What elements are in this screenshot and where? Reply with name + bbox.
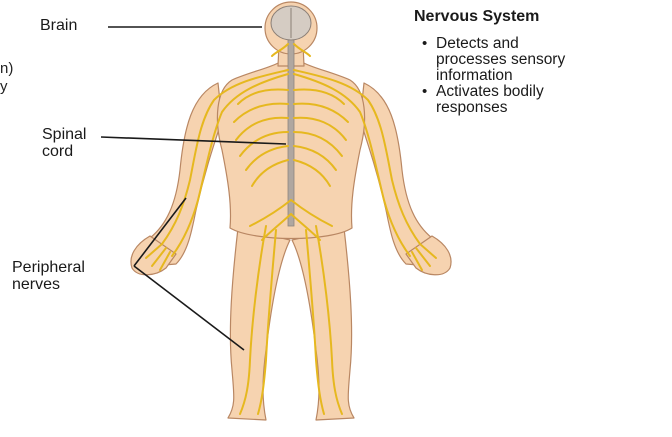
- bullet-detects-line1: Detects and: [436, 36, 669, 52]
- spinal-cord-label-line1: Spinal: [42, 126, 86, 143]
- brain-label: Brain: [40, 17, 77, 34]
- edge-fragment-1: n): [0, 60, 13, 77]
- spinal-cord-label: Spinal cord: [42, 126, 86, 160]
- bullet-activates-line1: Activates bodily: [436, 84, 669, 100]
- bullet-detects-line3: information: [436, 68, 669, 84]
- nervous-system-panel: Nervous System Detects and processes sen…: [414, 8, 669, 116]
- spinal-cord-label-line2: cord: [42, 143, 86, 160]
- peripheral-nerves-label-line1: Peripheral: [12, 259, 85, 276]
- peripheral-nerves-label-line2: nerves: [12, 276, 85, 293]
- panel-bullets: Detects and processes sensory informatio…: [414, 36, 669, 116]
- left-leg: [228, 228, 290, 420]
- bullet-activates-line2: responses: [436, 100, 669, 116]
- peripheral-leader-2: [134, 266, 244, 350]
- right-leg: [292, 228, 354, 420]
- spinal-cord: [288, 40, 294, 226]
- peripheral-nerves-label: Peripheral nerves: [12, 259, 85, 293]
- bullet-activates: Activates bodily responses: [414, 84, 669, 116]
- edge-fragment-2: y: [0, 78, 8, 95]
- bullet-detects: Detects and processes sensory informatio…: [414, 36, 669, 84]
- bullet-detects-line2: processes sensory: [436, 52, 669, 68]
- panel-title: Nervous System: [414, 8, 669, 26]
